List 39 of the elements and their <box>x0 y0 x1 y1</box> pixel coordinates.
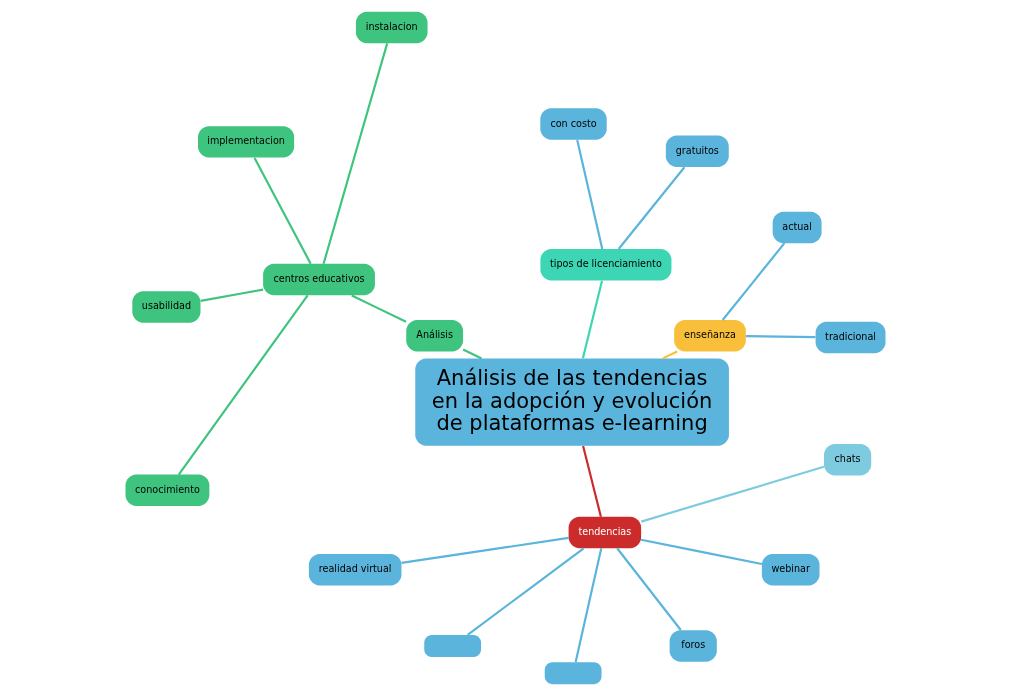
connector <box>462 348 482 360</box>
node-box: tradicional <box>815 321 885 354</box>
connector <box>661 350 678 360</box>
connector <box>615 547 682 631</box>
connector <box>581 445 602 517</box>
node-box: gratuitos <box>665 135 729 167</box>
connector <box>177 294 308 476</box>
connector <box>322 43 388 265</box>
node-box: actual <box>772 211 822 244</box>
node-box: webinar <box>761 554 820 586</box>
connector <box>745 335 816 339</box>
connector <box>574 548 602 663</box>
node-box: Análisis <box>405 320 463 352</box>
connector <box>199 288 263 302</box>
node-box: instalacion <box>355 11 428 44</box>
node-box: con costo <box>539 108 607 140</box>
node-box <box>423 635 481 657</box>
node-box: tipos de licenciamiento <box>539 249 671 281</box>
node-box: foros <box>669 630 717 662</box>
node-box <box>544 662 602 685</box>
node-box: implementacion <box>197 126 294 158</box>
node-box: usabilidad <box>131 291 200 323</box>
connector <box>721 242 785 321</box>
node-box: Análisis de las tendencias en la adopción y evolución de plataformas e-learning <box>414 358 729 446</box>
connector <box>350 294 407 323</box>
connector <box>466 547 584 636</box>
node-box: realidad virtual <box>308 554 401 586</box>
connector <box>253 157 312 265</box>
connector <box>581 280 603 359</box>
node-box: tendencias <box>568 516 641 549</box>
connector <box>640 465 824 523</box>
node-box: enseñanza <box>673 320 746 352</box>
connector <box>575 139 603 250</box>
connector <box>640 538 762 566</box>
node-box: chats <box>823 443 871 476</box>
connector <box>617 166 685 250</box>
node-box: conocimiento <box>125 474 209 506</box>
node-box: centros educativos <box>262 263 375 296</box>
connector <box>400 536 569 564</box>
